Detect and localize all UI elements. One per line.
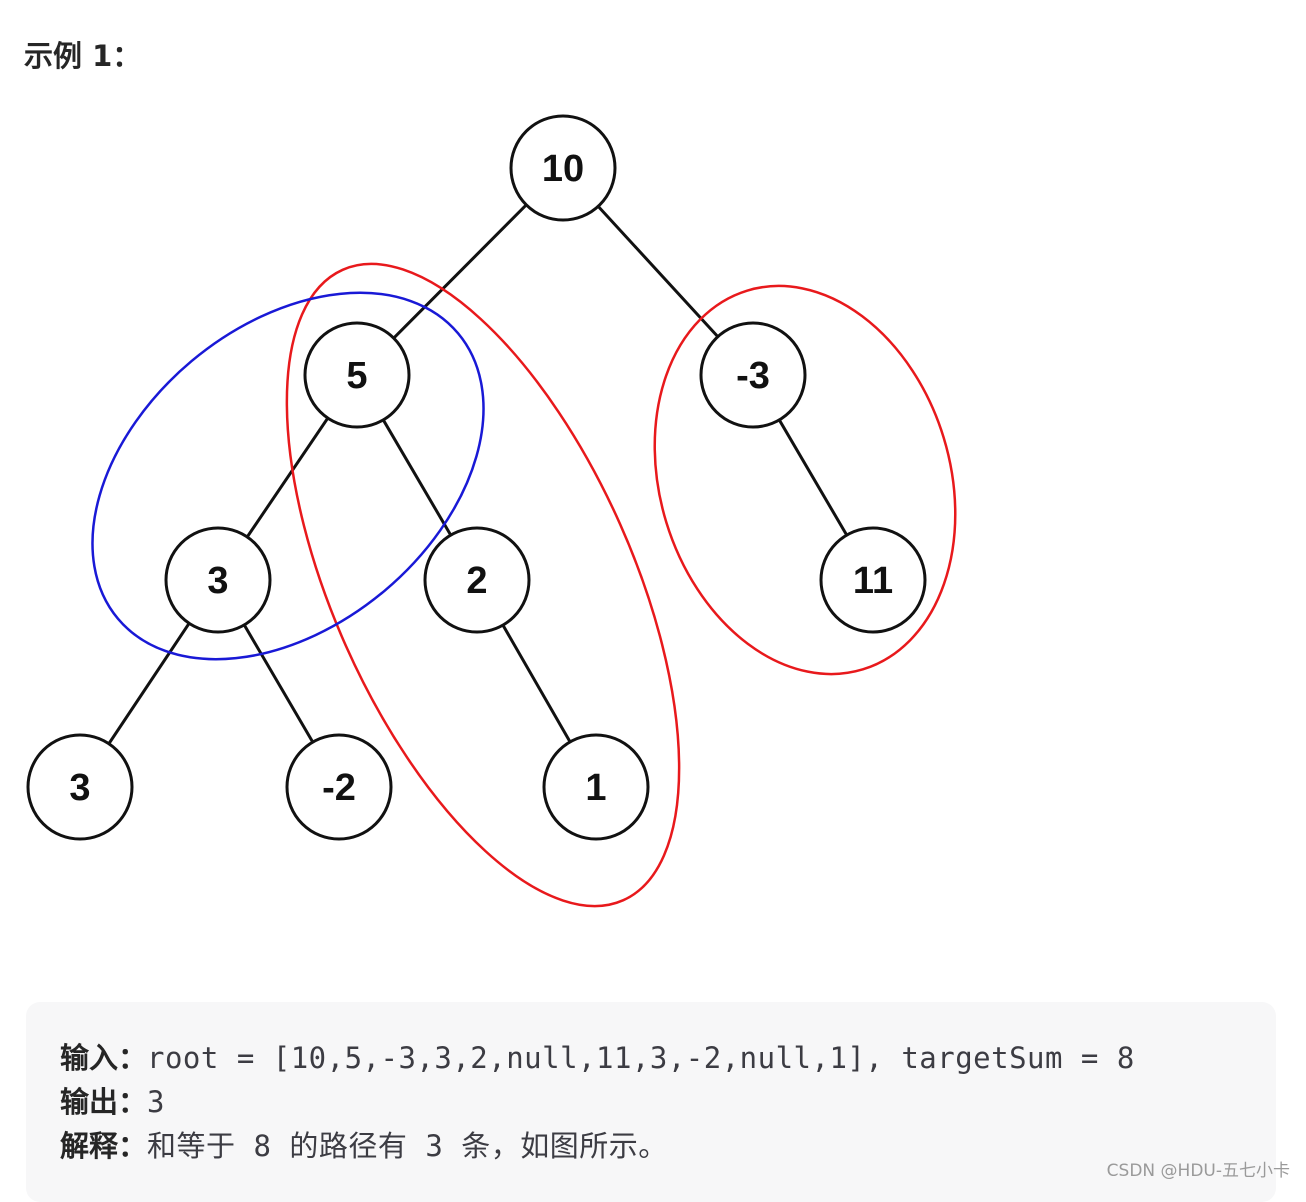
tree-node: 1 [542,733,650,841]
tree-node-circle [164,526,272,634]
tree-nodes: 10 5 -3 3 2 11 3 -2 1 [26,114,927,841]
tree-node: 10 [509,114,617,222]
explanation-value: 和等于 8 的路径有 3 条，如图所示。 [147,1129,668,1163]
tree-node-circle [819,526,927,634]
path-highlight-n5-n2-n1 [285,262,681,908]
tree-node: 2 [423,526,531,634]
path-highlight-nm3-n11 [653,284,957,676]
input-line: 输入：root = [10,5,-3,3,2,null,11,3,-2,null… [60,1036,1276,1080]
input-value: root = [10,5,-3,3,2,null,11,3,-2,null,1]… [147,1041,1135,1075]
output-value: 3 [147,1085,165,1119]
tree-node-label: -2 [322,767,356,809]
tree-node-label: 3 [207,560,228,602]
tree-node-label: 10 [542,148,584,190]
tree-node-label: 3 [69,767,90,809]
path-highlight-n5-n3a [91,291,485,661]
tree-node: 3 [164,526,272,634]
explanation-label: 解释： [60,1129,148,1163]
output-line: 输出：3 [60,1080,1276,1124]
tree-node: -2 [285,733,393,841]
example-code-block: 输入：root = [10,5,-3,3,2,null,11,3,-2,null… [26,1002,1276,1202]
tree-node-label: 5 [346,355,367,397]
tree-node-label: 1 [585,767,606,809]
watermark: CSDN @HDU-五七小卡 [1106,1161,1290,1181]
tree-edges [78,166,875,788]
tree-node-label: -3 [736,355,770,397]
explanation-line: 解释：和等于 8 的路径有 3 条，如图所示。 [60,1124,1276,1168]
output-label: 输出： [60,1085,148,1119]
path-highlights [91,262,957,908]
tree-node: -3 [699,321,807,429]
example-heading: 示例 1： [24,39,142,73]
tree-node: 5 [303,321,411,429]
tree-node-label: 2 [466,560,487,602]
tree-node-circle [423,526,531,634]
tree-node: 11 [819,526,927,634]
tree-node-circle [699,321,807,429]
input-label: 输入： [60,1041,148,1075]
tree-node-label: 11 [853,560,893,602]
tree-node-circle [542,733,650,841]
tree-node-circle [303,321,411,429]
tree-node-circle [26,733,134,841]
tree-node-circle [509,114,617,222]
tree-node-circle [285,733,393,841]
binary-tree-diagram: 10 5 -3 3 2 11 3 -2 1 [26,114,957,908]
tree-node: 3 [26,733,134,841]
